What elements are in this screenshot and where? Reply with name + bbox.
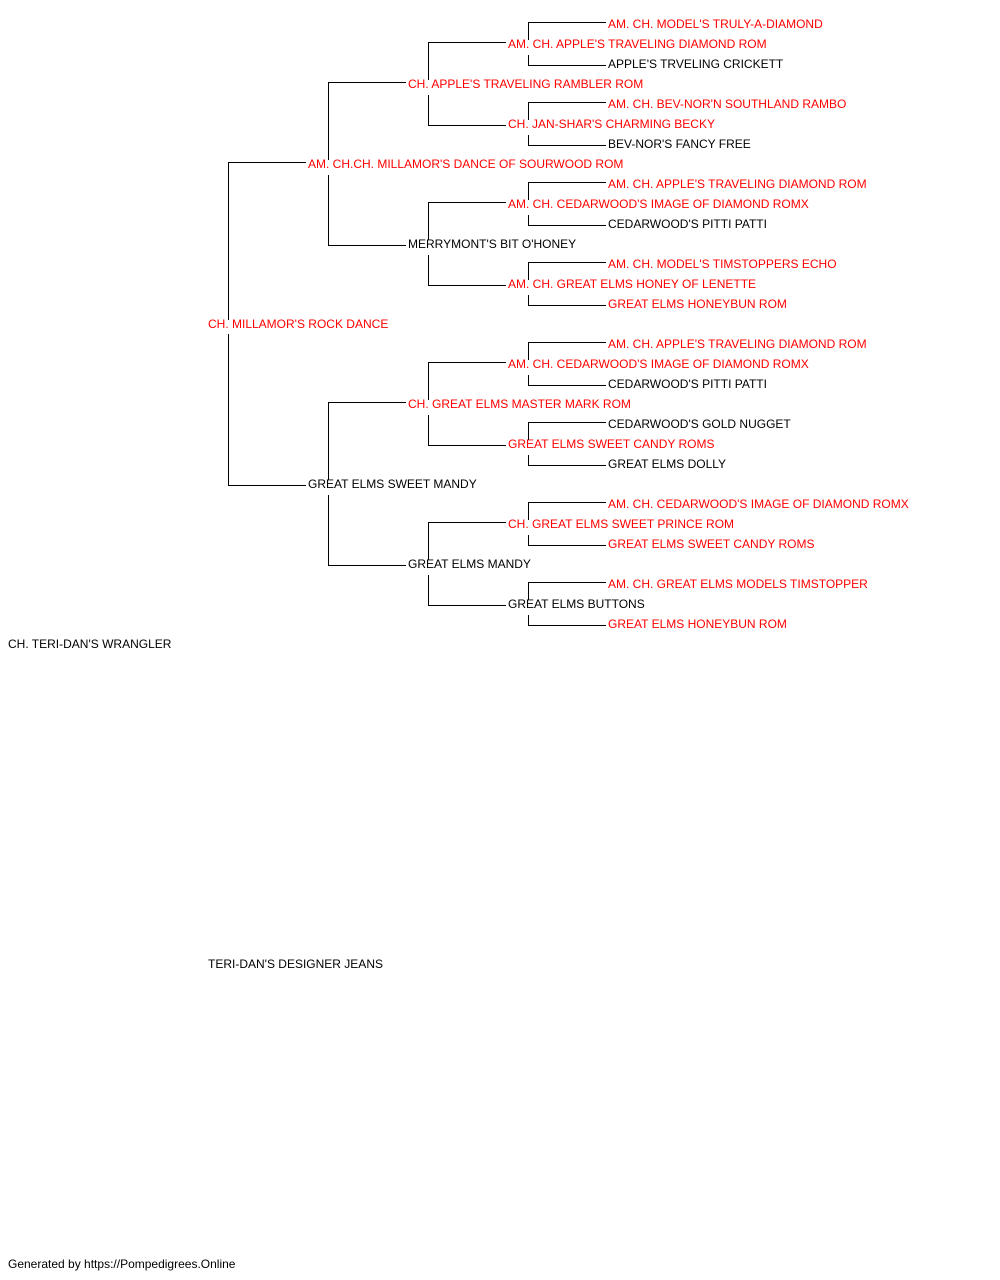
sire-sire-sire-dam-sire: AM. CH. BEV-NOR'N SOUTHLAND RAMBO bbox=[608, 97, 847, 111]
connector-line bbox=[428, 522, 506, 523]
connector-line bbox=[528, 342, 529, 360]
connector-line bbox=[528, 342, 606, 343]
sire-sire-dam-dam-dam: GREAT ELMS HONEYBUN ROM bbox=[608, 297, 787, 311]
sire-sire-dam-sire-sire: AM. CH. APPLE'S TRAVELING DIAMOND ROM bbox=[608, 177, 867, 191]
connector-line bbox=[528, 422, 529, 440]
sire-sire-sire-sire-dam: APPLE'S TRVELING CRICKETT bbox=[608, 57, 784, 71]
connector-line bbox=[228, 334, 229, 485]
connector-line bbox=[428, 255, 429, 285]
connector-line bbox=[528, 102, 606, 103]
connector-line bbox=[428, 605, 506, 606]
connector-line bbox=[428, 445, 506, 446]
sire-sire: AM. CH.CH. MILLAMOR'S DANCE OF SOURWOOD … bbox=[308, 157, 624, 171]
sire-dam-sire: CH. GREAT ELMS MASTER MARK ROM bbox=[408, 397, 631, 411]
connector-line bbox=[328, 82, 329, 160]
connector-line bbox=[428, 575, 429, 605]
connector-line bbox=[528, 145, 606, 146]
sire-dam-sire-sire-sire: AM. CH. APPLE'S TRAVELING DIAMOND ROM bbox=[608, 337, 867, 351]
connector-line bbox=[528, 305, 606, 306]
connector-line bbox=[428, 522, 429, 560]
sire-sire-sire-dam-dam: BEV-NOR'S FANCY FREE bbox=[608, 137, 751, 151]
connector-line bbox=[528, 455, 529, 465]
connector-line bbox=[528, 385, 606, 386]
sire-sire-dam-sire: AM. CH. CEDARWOOD'S IMAGE OF DIAMOND ROM… bbox=[508, 197, 809, 211]
sire-sire-sire-sire-sire: AM. CH. MODEL'S TRULY-A-DIAMOND bbox=[608, 17, 823, 31]
connector-line bbox=[528, 545, 606, 546]
connector-line bbox=[228, 485, 306, 486]
sire-dam-dam-dam-dam: GREAT ELMS HONEYBUN ROM bbox=[608, 617, 787, 631]
connector-line bbox=[528, 65, 606, 66]
connector-line bbox=[328, 82, 406, 83]
sire-sire-dam-dam: AM. CH. GREAT ELMS HONEY OF LENETTE bbox=[508, 277, 757, 291]
connector-line bbox=[428, 362, 506, 363]
connector-line bbox=[528, 422, 606, 423]
connector-line bbox=[528, 262, 529, 280]
sire-sire-dam-dam-sire: AM. CH. MODEL'S TIMSTOPPERS ECHO bbox=[608, 257, 837, 271]
connector-line bbox=[528, 215, 529, 225]
connector-line bbox=[528, 22, 606, 23]
sire-dam-sire-dam: GREAT ELMS SWEET CANDY ROMS bbox=[508, 437, 715, 451]
sire-sire-dam: MERRYMONT'S BIT O'HONEY bbox=[408, 237, 577, 251]
connector-line bbox=[528, 262, 606, 263]
connector-line bbox=[528, 615, 529, 625]
connector-line bbox=[528, 225, 606, 226]
connector-line bbox=[528, 135, 529, 145]
sire-dam-dam-sire-sire: AM. CH. CEDARWOOD'S IMAGE OF DIAMOND ROM… bbox=[608, 497, 909, 511]
connector-line bbox=[328, 495, 329, 565]
connector-line bbox=[528, 22, 529, 40]
sire-sire-sire-sire: AM. CH. APPLE'S TRAVELING DIAMOND ROM bbox=[508, 37, 767, 51]
connector-line bbox=[528, 625, 606, 626]
sire-dam-dam-sire-dam: GREAT ELMS SWEET CANDY ROMS bbox=[608, 537, 815, 551]
connector-line bbox=[428, 202, 429, 240]
connector-line bbox=[528, 502, 606, 503]
connector-line bbox=[528, 295, 529, 305]
sire-dam-dam-dam-sire: AM. CH. GREAT ELMS MODELS TIMSTOPPER bbox=[608, 577, 868, 591]
connector-line bbox=[328, 245, 406, 246]
sire-dam: GREAT ELMS SWEET MANDY bbox=[308, 477, 477, 491]
connector-line bbox=[428, 125, 506, 126]
sire-sire-sire-dam: CH. JAN-SHAR'S CHARMING BECKY bbox=[508, 117, 715, 131]
connector-line bbox=[428, 362, 429, 400]
connector-line bbox=[228, 162, 306, 163]
sire-dam-dam-dam: GREAT ELMS BUTTONS bbox=[508, 597, 645, 611]
subject-dog: CH. TERI-DAN'S WRANGLER bbox=[8, 637, 172, 651]
connector-line bbox=[528, 55, 529, 65]
sire-dam-sire-dam-dam: GREAT ELMS DOLLY bbox=[608, 457, 727, 471]
connector-line bbox=[428, 285, 506, 286]
connector-line bbox=[428, 202, 506, 203]
connector-line bbox=[528, 582, 606, 583]
sire-dam-sire-sire: AM. CH. CEDARWOOD'S IMAGE OF DIAMOND ROM… bbox=[508, 357, 809, 371]
connector-line bbox=[528, 182, 606, 183]
connector-line bbox=[528, 182, 529, 200]
connector-line bbox=[328, 402, 406, 403]
connector-line bbox=[528, 502, 529, 520]
connector-line bbox=[328, 402, 329, 480]
connector-line bbox=[428, 42, 506, 43]
sire-dam-sire-dam-sire: CEDARWOOD'S GOLD NUGGET bbox=[608, 417, 791, 431]
connector-line bbox=[328, 565, 406, 566]
sire-sire-dam-sire-dam: CEDARWOOD'S PITTI PATTI bbox=[608, 217, 767, 231]
sire-sire-sire: CH. APPLE'S TRAVELING RAMBLER ROM bbox=[408, 77, 644, 91]
connector-line bbox=[428, 415, 429, 445]
connector-line bbox=[528, 582, 529, 600]
sire-dam-dam: GREAT ELMS MANDY bbox=[408, 557, 531, 571]
sire-dam-sire-sire-dam: CEDARWOOD'S PITTI PATTI bbox=[608, 377, 767, 391]
connector-line bbox=[428, 95, 429, 125]
connector-line bbox=[228, 162, 229, 316]
connector-line bbox=[528, 465, 606, 466]
sire: CH. MILLAMOR'S ROCK DANCE bbox=[208, 317, 389, 331]
connector-line bbox=[428, 42, 429, 80]
connector-line bbox=[528, 375, 529, 385]
footer-credit: Generated by https://Pompedigrees.Online bbox=[8, 1257, 236, 1271]
connector-line bbox=[528, 535, 529, 545]
sire-dam-dam-sire: CH. GREAT ELMS SWEET PRINCE ROM bbox=[508, 517, 735, 531]
dam: TERI-DAN'S DESIGNER JEANS bbox=[208, 957, 383, 971]
connector-line bbox=[328, 175, 329, 245]
connector-line bbox=[528, 102, 529, 120]
